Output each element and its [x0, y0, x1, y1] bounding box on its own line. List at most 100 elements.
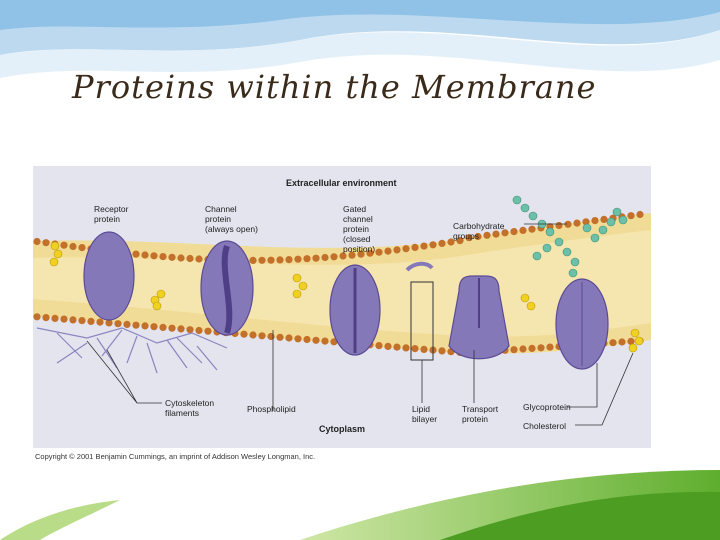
phospholipid-head-inner: [87, 317, 95, 325]
phospholipid-head-outer: [465, 234, 473, 242]
phospholipid-head-inner: [312, 336, 320, 344]
phospholipid-head-outer: [447, 238, 455, 246]
phospholipid-head-inner: [168, 324, 176, 332]
phospholipid-head-inner: [510, 346, 518, 354]
transport-label-line1: Transport: [462, 404, 499, 414]
phospholipid-head-outer: [276, 256, 284, 264]
phospholipid-head-inner: [186, 326, 194, 334]
phospholipid-head-outer: [177, 254, 185, 262]
receptor-protein: [83, 231, 135, 321]
receptor-label-line1: Receptor: [94, 204, 129, 214]
cytoskeleton-label-line2: filaments: [165, 408, 200, 418]
phospholipid-head-inner: [51, 314, 59, 322]
cytoskeleton-label-line1: Cytoskeleton: [165, 398, 215, 408]
phospholipid-head-inner: [42, 314, 50, 322]
phospholipid-head-inner: [321, 337, 329, 345]
phospholipid-head-outer: [483, 231, 491, 239]
glycoprotein-label: Glycoprotein: [523, 402, 571, 412]
phospholipid-head-inner: [177, 325, 185, 333]
phospholipid-head-inner: [96, 318, 104, 326]
carbohydrate-label-line2: groups: [453, 231, 479, 241]
phospholipid-head-outer: [249, 256, 257, 264]
phospholipid-head-outer: [312, 254, 320, 262]
phospholipid-head-outer: [159, 253, 167, 261]
transport-label-line2: protein: [462, 414, 488, 424]
phospholipid-head-outer: [492, 230, 500, 238]
phospholipid-head-outer: [600, 215, 608, 223]
phospholipid-head-outer: [582, 218, 590, 226]
phospholipid-head-outer: [429, 241, 437, 249]
phospholipid-head-inner: [150, 323, 158, 331]
channel-label-line1: Channel: [205, 204, 237, 214]
phospholipid-head-inner: [105, 319, 113, 327]
phospholipid-head-inner: [78, 317, 86, 325]
phospholipid-head-inner: [123, 320, 131, 328]
phospholipid-head-outer: [33, 237, 41, 246]
cytoskeleton-filaments: [36, 327, 228, 374]
phospholipid-head-inner: [132, 321, 140, 329]
phospholipid-head-inner: [393, 343, 401, 351]
phospholipid-head-outer: [636, 210, 644, 219]
phospholipid-head-inner: [285, 334, 293, 342]
phospholipid-head-outer: [285, 256, 293, 264]
phospholipid-head-outer: [411, 243, 419, 251]
glycoprotein: [555, 278, 609, 370]
phospholipid-head-outer: [303, 255, 311, 263]
phospholipid-head-outer: [69, 242, 77, 251]
phospholipid-head-inner: [114, 320, 122, 328]
phospholipid-head-inner: [69, 316, 77, 324]
phospholipid-head-inner: [141, 322, 149, 330]
phospholipid-head-outer: [528, 225, 536, 233]
phospholipid-head-outer: [168, 253, 176, 261]
phospholipid-head-outer: [132, 250, 140, 258]
membrane-protein-figure: Extracellular environment Receptor prote…: [27, 158, 657, 468]
phospholipid-head-outer: [348, 251, 356, 259]
phospholipid-head-inner: [609, 339, 617, 347]
bottom-grass-decoration: [0, 470, 720, 540]
extracellular-label: Extracellular environment: [286, 178, 397, 188]
phospholipid-head-outer: [339, 252, 347, 260]
gated-channel-protein: [329, 264, 381, 356]
phospholipid-head-inner: [267, 332, 275, 341]
phospholipid-head-inner: [402, 344, 410, 352]
phospholipid-head-outer: [375, 248, 383, 256]
gated-label-line1: Gated: [343, 204, 367, 214]
lipid-bilayer-label-line2: bilayer: [412, 414, 438, 424]
phospholipid-head-inner: [303, 335, 311, 344]
phospholipid-head-outer: [42, 239, 50, 247]
phospholipid-head-inner: [159, 323, 167, 331]
phospholipid-head-outer: [78, 244, 86, 252]
phospholipid-head-inner: [411, 345, 419, 353]
phospholipid-label: Phospholipid: [247, 404, 296, 414]
cholesterol-label: Cholesterol: [523, 421, 566, 431]
transport-protein: [448, 275, 510, 360]
phospholipid-head-outer: [555, 221, 563, 230]
phospholipid-head-inner: [438, 347, 446, 355]
carbohydrate-label-line1: Carbohydrate: [453, 221, 505, 231]
gated-label-line5: position): [343, 244, 376, 254]
phospholipid-head-inner: [195, 326, 203, 335]
lipid-bilayer-label-line1: Lipid: [412, 404, 430, 414]
phospholipid-head-outer: [384, 247, 392, 255]
phospholipid-head-inner: [384, 342, 392, 350]
gated-label-line2: channel: [343, 214, 373, 224]
phospholipid-head-inner: [258, 332, 266, 340]
phospholipid-head-inner: [249, 331, 257, 339]
phospholipid-head-outer: [627, 212, 635, 220]
phospholipid-head-outer: [330, 253, 338, 261]
phospholipid-head-outer: [294, 255, 302, 263]
phospholipid-head-inner: [276, 333, 284, 341]
channel-label-line2: protein: [205, 214, 231, 224]
slide-title: Proteins within the Membrane: [72, 68, 597, 106]
phospholipid-head-inner: [528, 344, 536, 352]
carbohydrate-groups: [512, 195, 628, 278]
phospholipid-head-outer: [456, 237, 464, 245]
phospholipid-head-outer: [393, 246, 401, 254]
cholesterol-molecules: [49, 241, 644, 353]
phospholipid-head-inner: [537, 344, 545, 352]
gated-label-line3: protein: [343, 224, 369, 234]
phospholipid-head-outer: [564, 220, 572, 228]
phospholipid-head-outer: [321, 253, 329, 262]
phospholipid-head-inner: [33, 313, 41, 321]
